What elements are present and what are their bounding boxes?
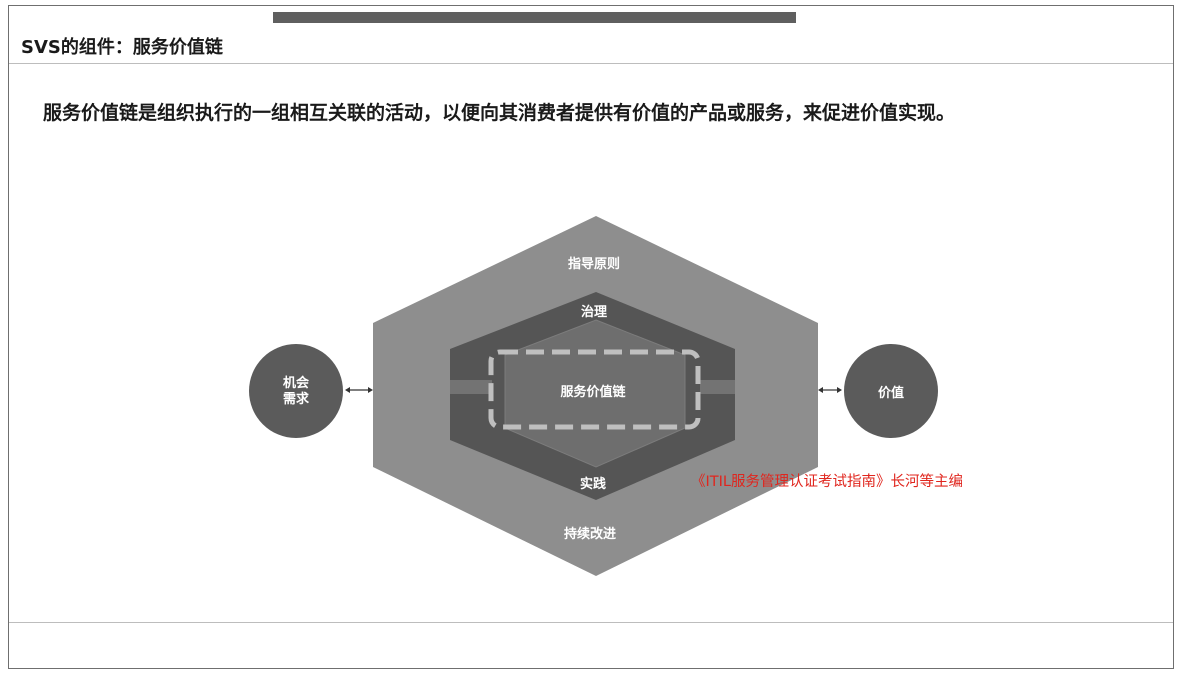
left-double-arrow (345, 387, 373, 393)
practices-label: 实践 (580, 476, 606, 492)
governance-label: 治理 (581, 304, 607, 320)
footer-divider (9, 622, 1173, 623)
guiding-principles-label: 指导原则 (568, 256, 620, 272)
continual-improvement-label: 持续改进 (564, 526, 616, 542)
slide-title: SVS的组件：服务价值链 (21, 37, 223, 58)
top-decor-bar (273, 12, 796, 23)
demand-label: 需求 (283, 391, 310, 407)
service-value-chain-label: 服务价值链 (560, 384, 626, 400)
title-divider (9, 63, 1173, 64)
right-connector-band (700, 380, 735, 394)
opportunity-demand-circle (249, 344, 343, 438)
right-double-arrow (818, 387, 842, 393)
value-chain-dashed-frame (488, 349, 701, 430)
lead-statement: 服务价值链是组织执行的一组相互关联的活动，以便向其消费者提供有价值的产品或服务，… (43, 102, 956, 124)
slide-frame (8, 5, 1174, 669)
value-circle (844, 344, 938, 438)
left-connector-band (450, 380, 492, 394)
source-citation: 《ITIL服务管理认证考试指南》长河等主编 (691, 474, 963, 490)
opportunity-label: 机会 (283, 375, 310, 391)
value-label: 价值 (878, 385, 904, 401)
inner-hexagon (504, 319, 686, 468)
